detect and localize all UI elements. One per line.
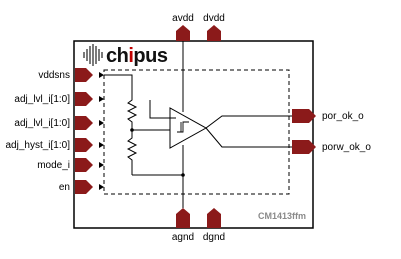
brand-suffix: pus xyxy=(133,45,167,67)
pin-mode-label: mode_i xyxy=(37,160,70,171)
brand-prefix: ch xyxy=(106,45,128,67)
pin-dgnd-label: dgnd xyxy=(203,232,225,243)
pin-porw-ok: porw_ok_o xyxy=(292,140,371,154)
pin-avdd-label: avdd xyxy=(172,13,194,24)
part-number: CM1413ffm xyxy=(258,211,306,221)
pin-adj-lvl-2: adj_lvl_i[1:0] xyxy=(14,116,93,130)
pin-avdd: avdd xyxy=(172,13,194,41)
resistor-bottom xyxy=(126,130,138,175)
chipus-logo: chipus xyxy=(83,44,168,67)
pin-porw-ok-label: porw_ok_o xyxy=(322,142,371,153)
sense-circuit xyxy=(104,41,292,208)
pin-mode: mode_i xyxy=(37,158,93,172)
pin-agnd-label: agnd xyxy=(172,232,194,243)
chip-outline xyxy=(73,40,314,229)
pin-adj-hyst: adj_hyst_i[1:0] xyxy=(6,138,93,152)
pin-agnd: agnd xyxy=(172,208,194,243)
pin-por-ok-label: por_ok_o xyxy=(322,111,364,122)
hysteresis-icon xyxy=(177,121,189,133)
pin-dvdd-label: dvdd xyxy=(203,13,225,24)
svg-text:chipus: chipus xyxy=(106,45,168,67)
pin-adj-lvl-1-label: adj_lvl_i[1:0] xyxy=(14,94,70,105)
junction-dots xyxy=(130,128,185,177)
logo-wave-icon xyxy=(83,44,103,66)
input-arrows xyxy=(99,72,104,190)
resistor-top xyxy=(126,93,138,130)
pin-dgnd: dgnd xyxy=(203,208,225,243)
core-boundary xyxy=(103,69,290,195)
pin-vddsns-label: vddsns xyxy=(38,70,70,81)
pin-adj-lvl-1: adj_lvl_i[1:0] xyxy=(14,92,93,106)
pin-adj-lvl-2-label: adj_lvl_i[1:0] xyxy=(14,118,70,129)
pin-dvdd: dvdd xyxy=(203,13,225,41)
brand-accent: i xyxy=(128,45,133,67)
pin-adj-hyst-label: adj_hyst_i[1:0] xyxy=(6,140,71,151)
pin-vddsns: vddsns xyxy=(38,68,93,82)
pin-en: en xyxy=(59,180,93,194)
comparator-symbol xyxy=(169,107,208,149)
pin-en-label: en xyxy=(59,182,70,193)
pin-por-ok: por_ok_o xyxy=(292,109,364,123)
